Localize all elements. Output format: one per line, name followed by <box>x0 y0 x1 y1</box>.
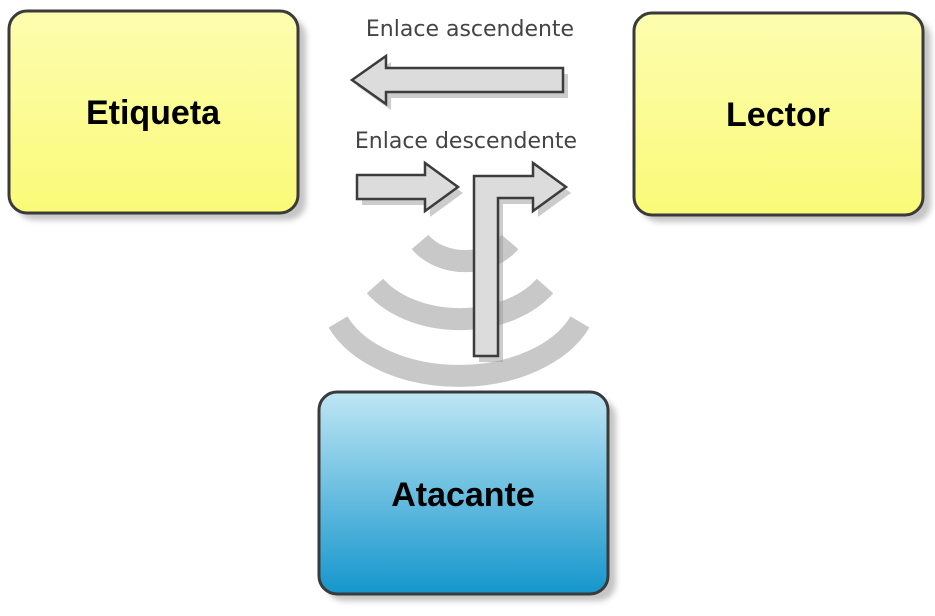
node-reader-label: Lector <box>726 96 830 134</box>
radio-wave-icon <box>328 234 590 387</box>
node-tag-box <box>7 9 300 215</box>
node-attacker-label: Atacante <box>391 476 535 514</box>
node-reader-box <box>632 11 925 217</box>
downlink-arrow-left <box>355 160 463 217</box>
radio-wave-middle <box>366 278 554 331</box>
node-tag-label: Etiqueta <box>86 94 221 132</box>
uplink-label: Enlace ascendente <box>366 17 574 42</box>
uplink-arrow <box>349 53 568 110</box>
node-tag: Etiqueta <box>7 9 306 220</box>
node-attacker-box <box>317 390 610 596</box>
radio-wave-outer <box>328 316 590 387</box>
downlink-label: Enlace descendente <box>355 129 577 154</box>
downlink-arrow-attacker <box>472 160 571 362</box>
node-reader: Lector <box>632 11 931 222</box>
node-attacker: Atacante <box>317 390 616 601</box>
